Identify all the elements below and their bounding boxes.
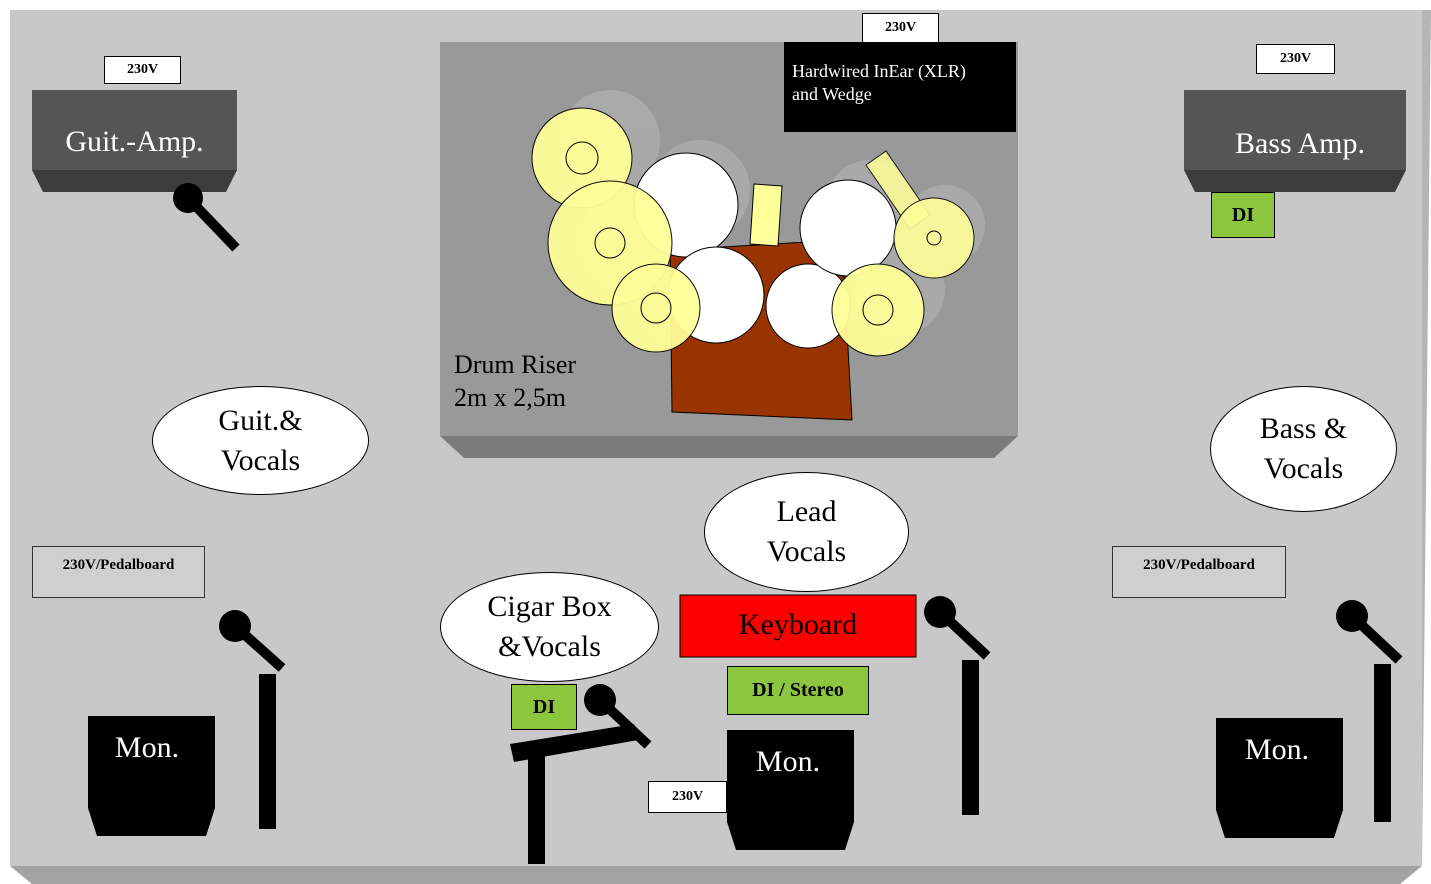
drum-riser-label: Drum Riser 2m x 2,5m <box>454 348 654 418</box>
drum-riser-bevel <box>440 436 1018 458</box>
bass-vocals-line1: Bass & <box>1259 412 1348 445</box>
monitor-center <box>727 730 854 850</box>
guitar-amp-label: Guit.-Amp. <box>65 125 204 158</box>
lead-vocals-line2: Vocals <box>766 535 847 568</box>
tom-3 <box>799 179 897 277</box>
monitor-left-label: Mon. <box>114 731 180 764</box>
di-cigar-box: DI <box>511 684 577 730</box>
inear-line1: Hardwired InEar (XLR) <box>792 61 966 81</box>
di-bass: DI <box>1211 192 1275 238</box>
monitor-center-label: Mon. <box>755 745 821 778</box>
microphone-icon <box>173 183 240 252</box>
monitor-right <box>1216 718 1343 838</box>
power-pedalboard-left: 230V/Pedalboard <box>32 546 205 598</box>
cymbal-4 <box>831 263 925 357</box>
inear-box <box>784 42 1016 132</box>
guitar-vocals-line1: Guit.& <box>218 403 303 437</box>
cymbal-3 <box>611 263 701 353</box>
inear-line2: and Wedge <box>792 84 872 104</box>
stage-floor-right-edge <box>1422 10 1431 866</box>
mic-stand-icon <box>510 684 652 864</box>
mic-stand-icon <box>924 596 991 815</box>
cigar-vocals-line2: &Vocals <box>498 630 601 663</box>
power-bass-amp: 230V <box>1256 44 1335 74</box>
guitar-vocals-line2: Vocals <box>220 443 301 477</box>
power-keyboard: 230V <box>648 781 727 813</box>
bass-amp-label: Bass Amp. <box>1234 127 1366 160</box>
bass-amp <box>1184 90 1406 192</box>
lead-vocals-line1: Lead <box>776 495 837 528</box>
bass-vocals-line2: Vocals <box>1263 452 1344 485</box>
drum-riser-line2: 2m x 2,5m <box>454 383 566 412</box>
guitar-vocals-position: Guit.& Vocals <box>152 386 369 495</box>
cigar-vocals-line1: Cigar Box <box>487 590 612 623</box>
power-drums: 230V <box>862 13 939 43</box>
lead-vocals-position: Lead Vocals <box>704 472 909 592</box>
power-pedalboard-right: 230V/Pedalboard <box>1112 546 1286 598</box>
mic-stand-icon <box>1336 600 1403 822</box>
monitor-right-label: Mon. <box>1244 733 1310 766</box>
bass-vocals-position: Bass & Vocals <box>1210 386 1397 512</box>
cymbal-5 <box>893 197 975 279</box>
drum-stick-holder <box>749 183 783 247</box>
di-keyboard: DI / Stereo <box>727 666 869 715</box>
mic-stand-icon <box>219 610 286 829</box>
cigar-box-vocals-position: Cigar Box &Vocals <box>440 572 659 682</box>
drum-riser-line1: Drum Riser <box>454 350 577 379</box>
cymbals <box>531 107 975 357</box>
inear-label: Hardwired InEar (XLR) and Wedge <box>784 42 1016 132</box>
keyboard <box>679 594 917 658</box>
monitor-left <box>88 716 215 836</box>
power-guitar-amp: 230V <box>104 56 181 84</box>
keyboard-label: Keyboard <box>738 608 858 641</box>
